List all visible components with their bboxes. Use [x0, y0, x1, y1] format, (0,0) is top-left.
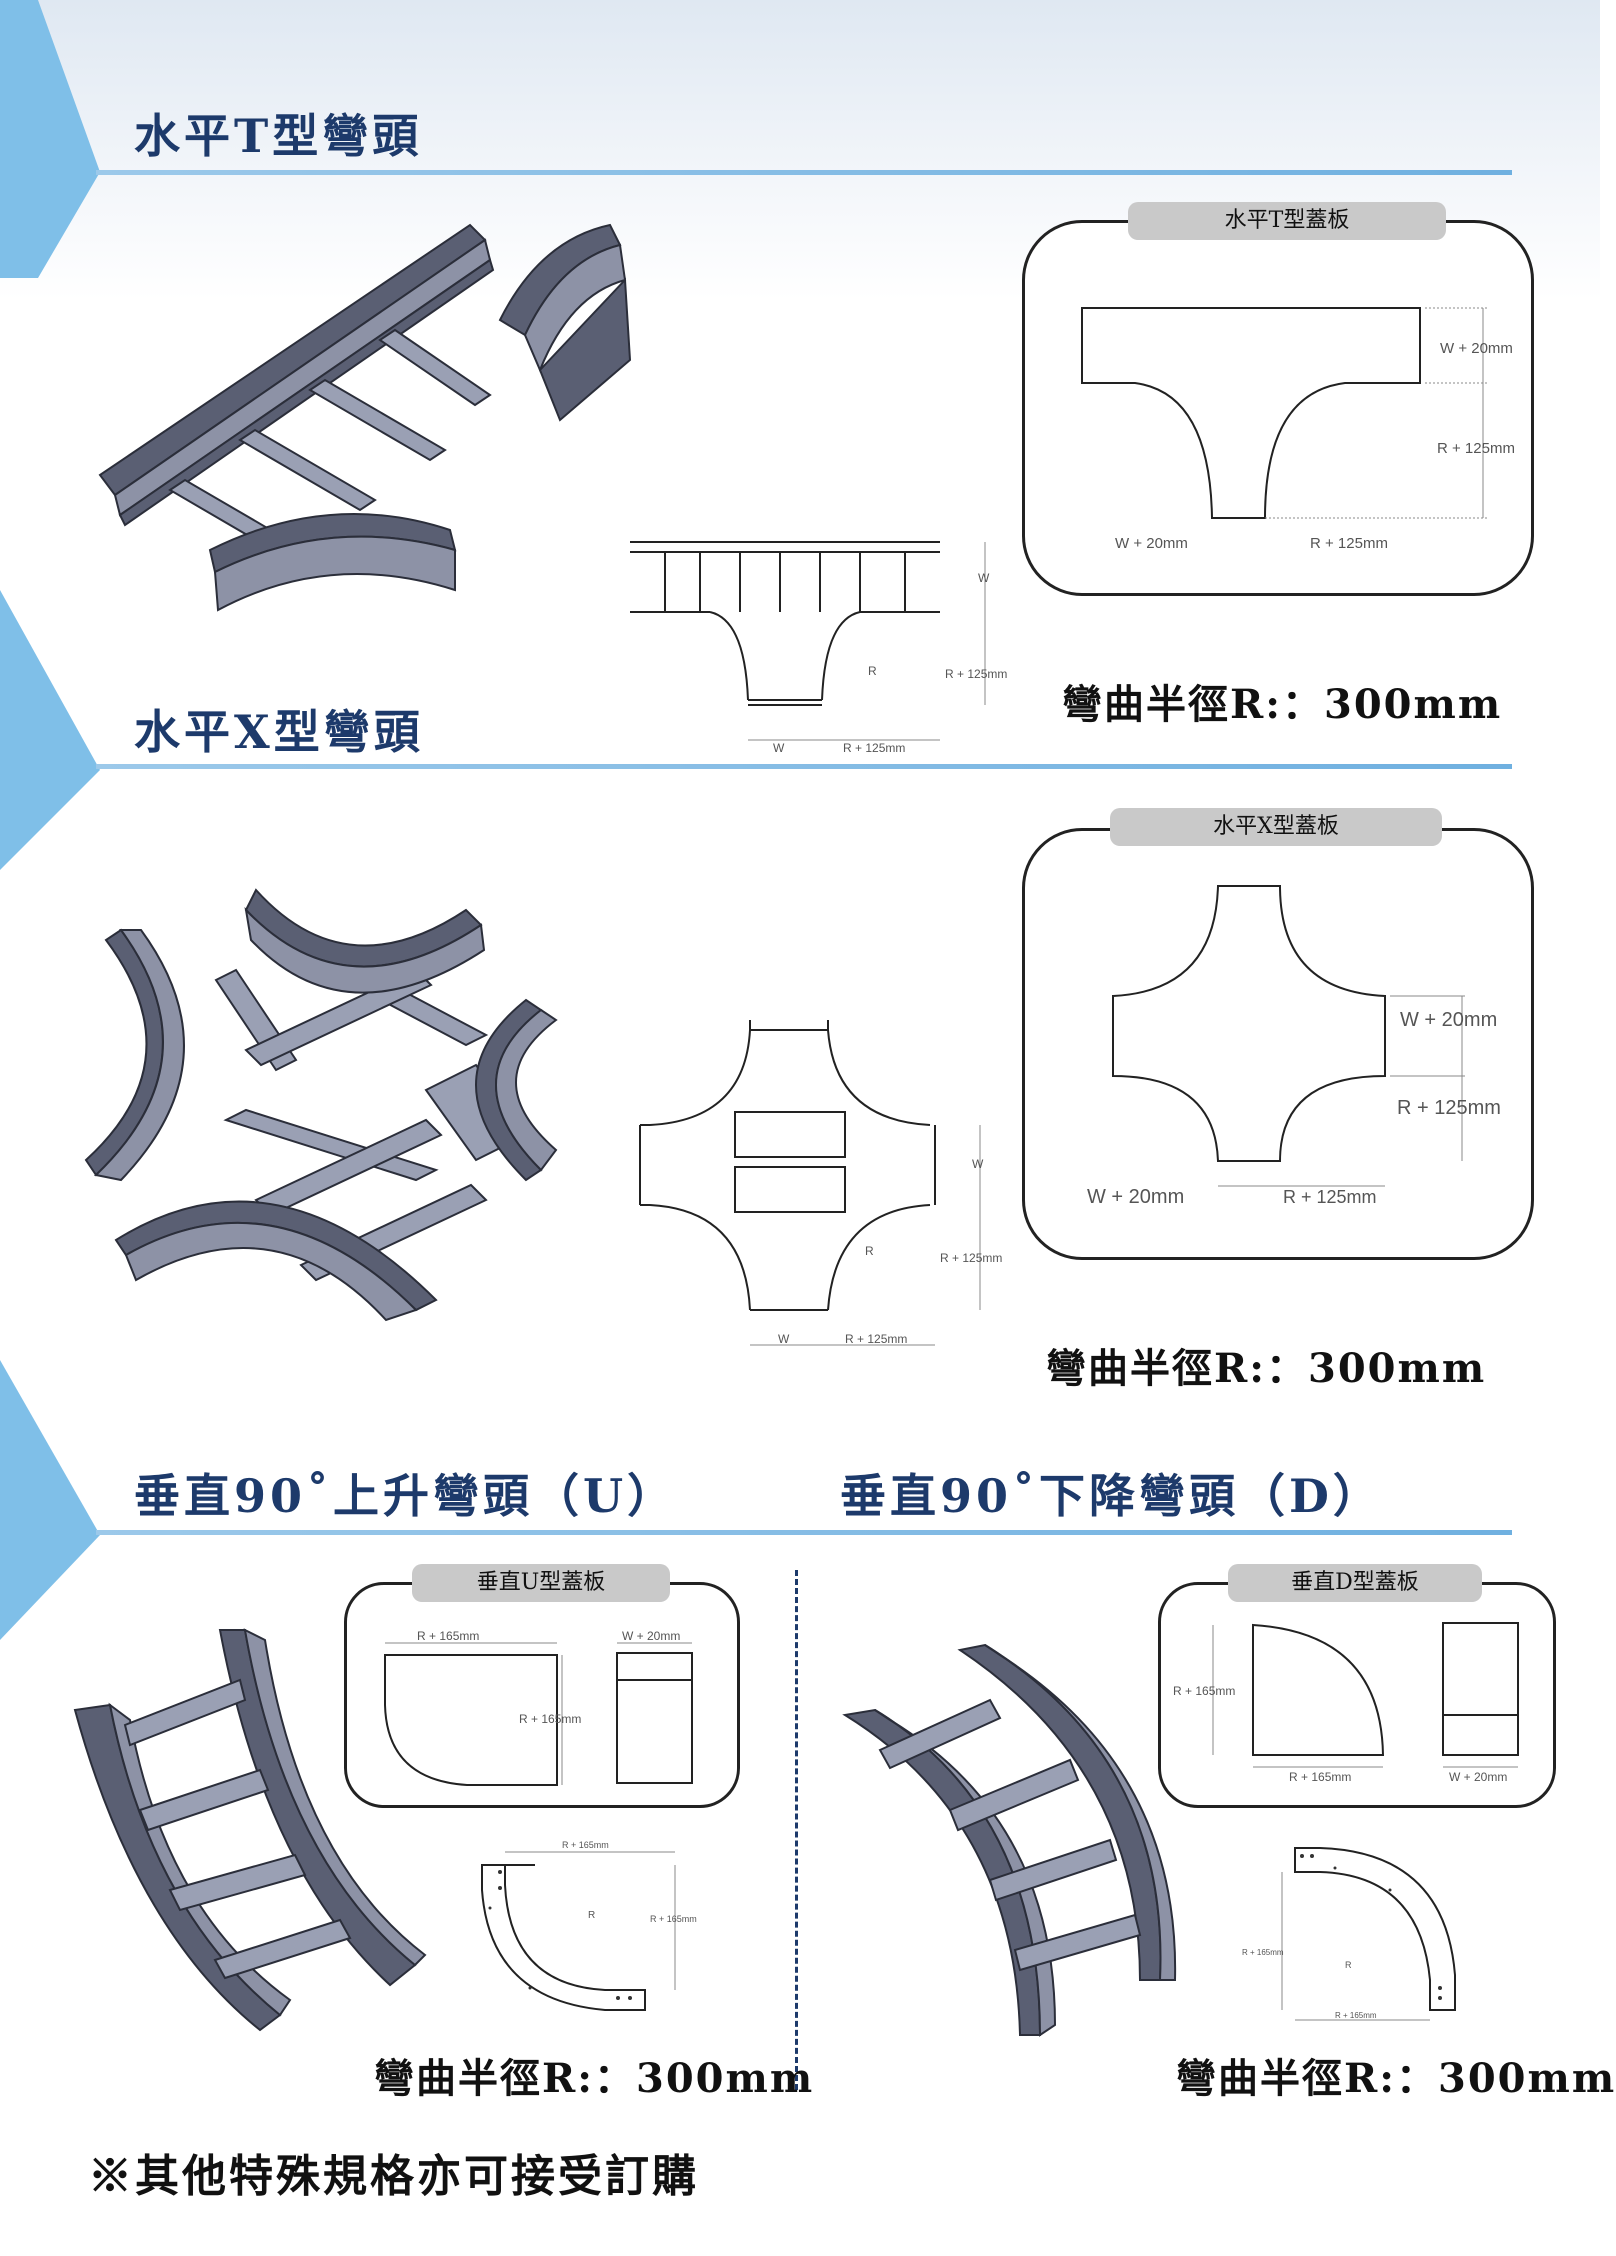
t-cover-r-plus-bottom: R + 125mm	[1310, 535, 1388, 552]
vertical-up-3d-illustration	[73, 1628, 427, 2032]
t-cover-r-plus: R + 125mm	[1437, 440, 1515, 457]
t-drawing-w: W	[978, 571, 990, 585]
t-drawing-r: R	[868, 664, 877, 678]
vu-cover-r-top: R + 165mm	[417, 1629, 479, 1643]
vd-cover-w-bottom: W + 20mm	[1449, 1770, 1507, 1784]
section-title-vertical-up: 垂直90˚上升彎頭（U）	[134, 1469, 678, 1523]
vertical-down-3d-illustration	[842, 1643, 1177, 2037]
section-rule	[96, 764, 1512, 769]
section-title-t-elbow: 水平T型彎頭	[134, 109, 423, 163]
vertical-down-cover-panel: R + 165mm R + 165mm W + 20mm	[1158, 1582, 1556, 1808]
vertical-up-cover-label: 垂直U型蓋板	[412, 1564, 670, 1602]
section-title-vertical-down: 垂直90˚下降彎頭（D）	[840, 1469, 1383, 1523]
t-cover-panel: W + 20mm R + 125mm W + 20mm R + 125mm	[1022, 220, 1534, 596]
vd-drawing-r-side: R + 165mm	[1242, 1948, 1284, 1957]
vu-drawing-r: R	[588, 1910, 595, 1921]
t-elbow-3d-illustration	[98, 223, 632, 612]
vd-drawing-r-bottom: R + 165mm	[1335, 2011, 1377, 2020]
x-drawing-w-bottom: W	[778, 1332, 790, 1346]
section-arrow-1	[0, 0, 100, 280]
vu-drawing-r-top: R + 165mm	[562, 1840, 609, 1850]
t-drawing-w-bottom: W	[773, 741, 785, 755]
vertical-up-line-drawing: R + 165mm R R + 165mm	[481, 1840, 697, 2011]
section-rule	[96, 170, 1512, 175]
vd-cover-r-bottom: R + 165mm	[1289, 1770, 1351, 1784]
vertical-up-cover-panel: R + 165mm W + 20mm R + 165mm	[344, 1582, 740, 1808]
x-cover-r-plus: R + 125mm	[1397, 1097, 1501, 1119]
x-drawing-r: R	[865, 1244, 874, 1258]
x-cover-w-plus-bottom: W + 20mm	[1087, 1186, 1184, 1208]
t-elbow-line-drawing: W R R + 125mm W R + 125mm	[630, 541, 1007, 755]
vu-cover-r-side: R + 165mm	[519, 1712, 581, 1726]
vu-cover-w-top: W + 20mm	[622, 1629, 680, 1643]
vd-cover-r-side: R + 165mm	[1173, 1684, 1235, 1698]
section-arrow-3	[0, 1360, 100, 1640]
x-drawing-w: W	[972, 1157, 984, 1171]
t-drawing-r-plus: R + 125mm	[945, 667, 1007, 681]
x-cover-r-plus-bottom: R + 125mm	[1283, 1187, 1377, 1207]
section-title-x-elbow: 水平X型彎頭	[134, 705, 424, 759]
x-elbow-line-drawing: W R R + 125mm W R + 125mm	[639, 1020, 1002, 1346]
x-cover-label: 水平X型蓋板	[1110, 808, 1442, 846]
t-cover-label: 水平T型蓋板	[1128, 202, 1446, 240]
footnote: ※其他特殊規格亦可接受訂購	[88, 2151, 699, 2202]
t-cover-w-plus: W + 20mm	[1440, 340, 1513, 357]
section-rule	[96, 1530, 1512, 1535]
vertical-up-radius-text: 彎曲半徑R:：300mm	[374, 2055, 815, 2102]
x-cover-panel: W + 20mm R + 125mm W + 20mm R + 125mm	[1022, 828, 1534, 1260]
x-radius-text: 彎曲半徑R:：300mm	[1046, 1345, 1487, 1392]
x-elbow-3d-illustration	[84, 888, 558, 1322]
vertical-down-cover-label: 垂直D型蓋板	[1228, 1564, 1482, 1602]
vertical-down-line-drawing: R + 165mm R R + 165mm	[1242, 1847, 1456, 2021]
section-divider	[795, 1570, 798, 2090]
x-drawing-r-plus-bottom: R + 125mm	[845, 1332, 907, 1346]
section-arrow-2	[0, 590, 100, 870]
x-drawing-r-plus: R + 125mm	[940, 1251, 1002, 1265]
t-radius-text: 彎曲半徑R:：300mm	[1062, 681, 1503, 728]
t-cover-w-plus-bottom: W + 20mm	[1115, 535, 1188, 552]
vu-drawing-r-side: R + 165mm	[650, 1914, 697, 1924]
vertical-down-radius-text: 彎曲半徑R:：300mm	[1176, 2055, 1616, 2102]
t-drawing-r-plus-bottom: R + 125mm	[843, 741, 905, 755]
vd-drawing-r: R	[1345, 1960, 1352, 1970]
x-cover-w-plus: W + 20mm	[1400, 1009, 1497, 1031]
